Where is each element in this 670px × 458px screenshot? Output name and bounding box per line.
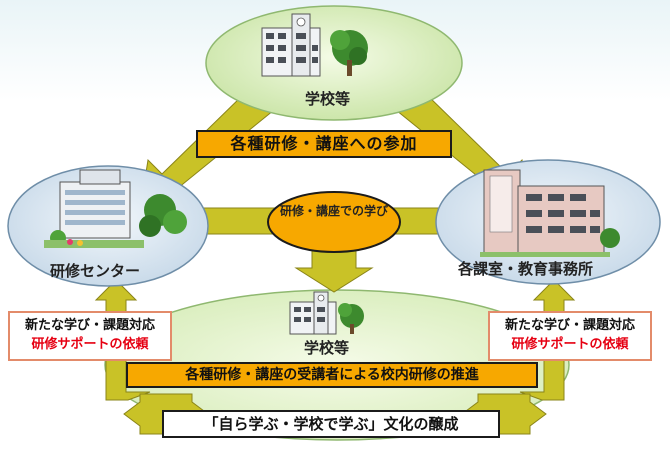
support-right-line1: 新たな学び・課題対応 (504, 318, 635, 333)
support-left-line2: 研修サポートの依頼 (31, 337, 149, 352)
school-building-icon (261, 13, 368, 77)
learning-label: 研修・講座での学び (279, 204, 388, 218)
bottom-school-label: 学校等 (304, 339, 350, 357)
support-request-left: 新たな学び・課題対応 研修サポートの依頼 (8, 311, 172, 361)
culture-banner: 「自ら学ぶ・学校で学ぶ」文化の醸成 (162, 410, 500, 438)
participation-banner: 各種研修・講座への参加 (196, 130, 452, 158)
arrow-learning-down (294, 249, 374, 293)
support-left-line1: 新たな学び・課題対応 (24, 318, 155, 333)
training-center-building-icon (44, 169, 187, 248)
learning-oval (267, 191, 401, 253)
offices-label: 各課室・教育事務所 (458, 260, 594, 278)
offices-building-icon (480, 169, 620, 257)
bottom-school-building-icon (289, 291, 364, 335)
support-request-right: 新たな学び・課題対応 研修サポートの依頼 (488, 311, 652, 361)
promotion-banner: 各種研修・講座の受講者による校内研修の推進 (126, 362, 538, 388)
support-right-line2: 研修サポートの依頼 (511, 337, 629, 352)
training-center-label: 研修センター (50, 262, 141, 280)
top-school-label: 学校等 (305, 90, 351, 108)
